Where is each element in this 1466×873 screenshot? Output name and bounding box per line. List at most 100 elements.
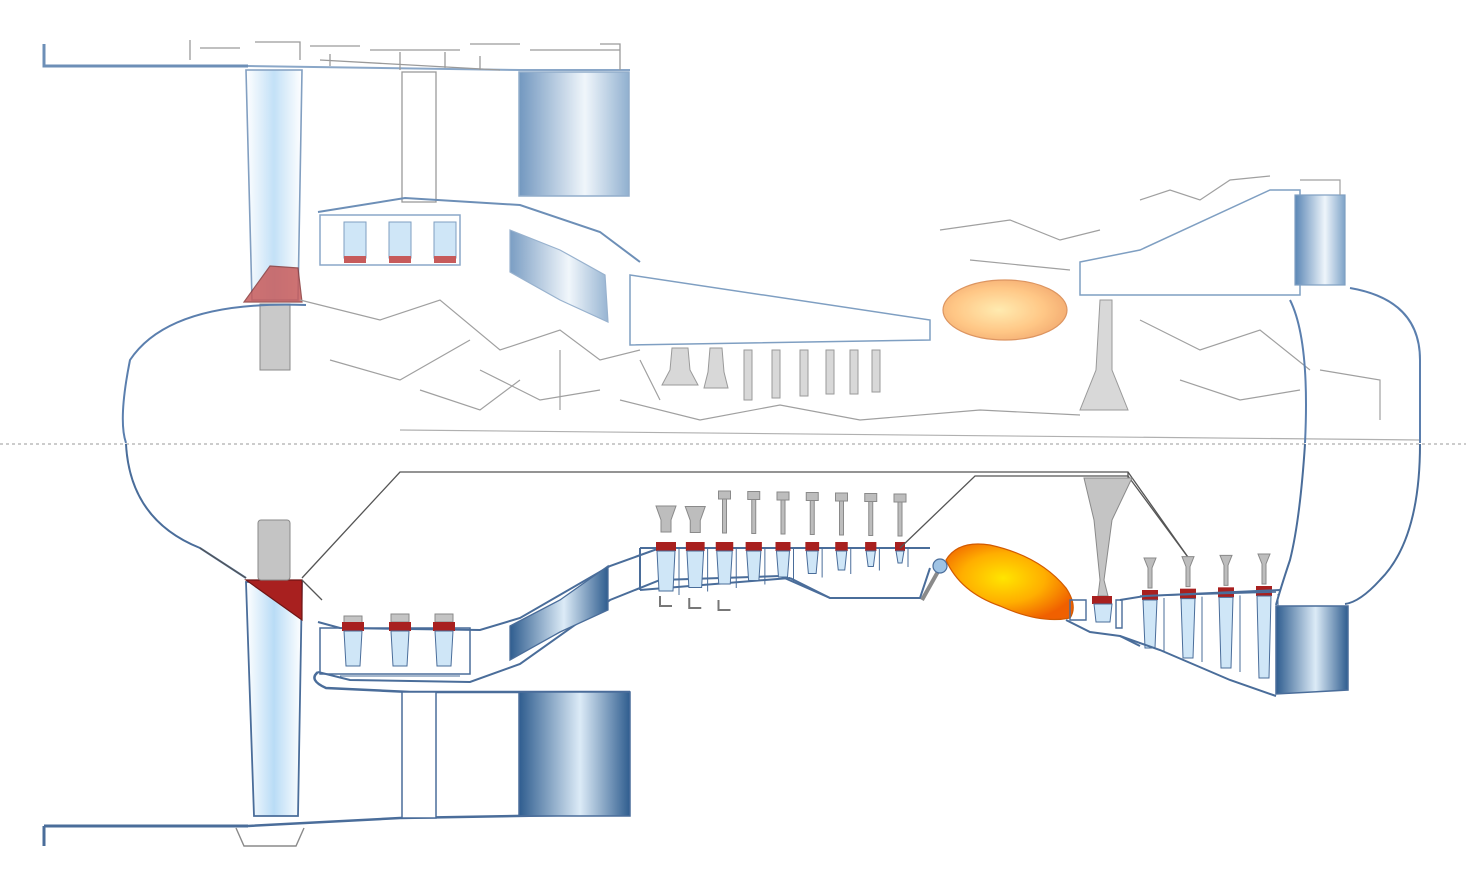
lpt-stage-4	[1256, 553, 1279, 682]
hpc-disk-web	[780, 499, 786, 535]
hpc-disk-web	[839, 500, 844, 536]
exhaust-outer-lower	[1344, 443, 1421, 605]
hpc-stage-3	[715, 490, 737, 611]
exhaust-inner-upper	[1289, 299, 1307, 444]
hpc-rotor-hub	[895, 542, 905, 551]
hpc-vane-actuator	[717, 600, 731, 611]
fuel-nozzle-tip	[932, 558, 948, 574]
booster-stage-1	[342, 615, 364, 667]
combustor-upper	[942, 279, 1068, 341]
hpc-blade	[716, 550, 733, 585]
hpc-rotor-hub	[775, 542, 791, 551]
hp-compressor-upper	[629, 274, 931, 346]
hp-compressor-lower	[639, 490, 930, 611]
hpc-vane-actuator	[688, 598, 702, 609]
hpc-stage-7	[835, 492, 852, 574]
lower-half-schematic	[42, 443, 1421, 847]
hpc-blade	[895, 550, 905, 564]
hpc-stage-8	[864, 493, 880, 571]
lpt-outer-flowpath	[1119, 589, 1281, 697]
bypass-strut-upper-1	[401, 71, 437, 203]
fan-blade-lower	[245, 581, 303, 817]
hpc-disk-cap	[864, 493, 878, 502]
exhaust-outer-upper	[1349, 287, 1421, 443]
lpt-blade	[1142, 599, 1158, 649]
fan-disk-lower	[257, 519, 291, 581]
inlet-lip-lower	[42, 824, 248, 846]
hpc-disk-web	[868, 501, 874, 536]
hpc-rotor-hub	[835, 542, 848, 551]
hpc-blade	[805, 550, 819, 574]
hpc-stage-1	[655, 505, 680, 607]
lpt-disk	[1143, 557, 1157, 589]
hpc-blade	[686, 550, 705, 588]
combustor-casing	[899, 475, 1191, 561]
ogv-lower	[518, 691, 631, 817]
combustor-inner-casing	[789, 567, 931, 599]
hpc-disk-web	[751, 499, 757, 534]
spinner-lines	[199, 471, 1191, 579]
upper-half-schematic	[42, 40, 1421, 444]
combustor-lower	[945, 543, 1074, 621]
nacelle-outer-lower	[125, 443, 247, 579]
lpt-stage-1	[1142, 557, 1165, 652]
lpt-blade	[1218, 596, 1234, 669]
lpt-disk	[1257, 553, 1271, 585]
hpc-rotor-hub	[715, 542, 734, 551]
booster-stage-2	[389, 613, 411, 667]
lpt-blade	[1180, 598, 1196, 659]
hpc-disk-cap	[805, 492, 819, 501]
hpc-disk	[684, 506, 706, 533]
fan-hub-upper	[242, 265, 303, 303]
hpc-disk-web	[722, 498, 727, 534]
top-hardware-schematic	[189, 40, 621, 71]
hpc-disk-cap	[893, 493, 907, 503]
gooseneck-duct-lower	[509, 564, 609, 662]
fan-blade-upper	[245, 69, 303, 301]
hpc-disk-web	[809, 500, 815, 535]
lpt-stage-3	[1218, 554, 1241, 672]
booster-lower	[319, 613, 471, 677]
lpt-blade	[1256, 595, 1272, 679]
gooseneck-duct-upper	[509, 229, 609, 323]
bypass-strut-lower	[401, 691, 437, 819]
hpc-stage-2	[684, 506, 709, 609]
booster-stage-3	[433, 613, 455, 667]
hpc-stage-9	[893, 493, 909, 567]
nacelle-outer-upper	[121, 303, 307, 444]
hpc-rotor-hub	[745, 542, 762, 551]
hpc-disk-cap	[718, 490, 731, 500]
nacelle-top	[247, 65, 630, 71]
lpt-disk	[1219, 554, 1233, 586]
hpc-disk-web	[897, 501, 903, 537]
exhaust-inner-lower	[1275, 443, 1306, 606]
fuel-nozzle	[920, 567, 942, 601]
hpc-rotor-hub	[865, 542, 877, 551]
hpc-blade	[746, 550, 762, 581]
hpc-rotor-hub	[685, 542, 705, 551]
hpc-blade	[656, 550, 676, 592]
hpc-blade	[775, 550, 791, 578]
hpc-blade	[835, 550, 848, 571]
lpt-disk	[1181, 556, 1195, 588]
hpc-disk-cap	[747, 491, 761, 500]
hpc-disk-cap	[776, 491, 790, 501]
hp-turbine-lower	[1065, 477, 1141, 647]
turbine-upper	[1079, 189, 1346, 296]
hpc-disk	[655, 505, 677, 533]
hpc-rotor-hub	[805, 542, 820, 551]
booster-upper	[319, 214, 461, 266]
hpc-disks-upper	[661, 299, 1129, 411]
lp-turbine-lower	[1139, 553, 1279, 682]
ogv-upper	[518, 71, 630, 197]
hpc-stage-4	[745, 491, 766, 585]
hpc-disk-cap	[835, 492, 848, 502]
hpc-stage-6	[805, 492, 823, 578]
splitter-nose	[313, 671, 630, 694]
hpc-blade	[865, 550, 876, 567]
hpc-vane-actuator	[659, 596, 672, 607]
hpc-stage-5	[775, 491, 794, 581]
hpc-rotor-hub	[656, 542, 676, 551]
inlet-lip-upper	[42, 44, 248, 68]
